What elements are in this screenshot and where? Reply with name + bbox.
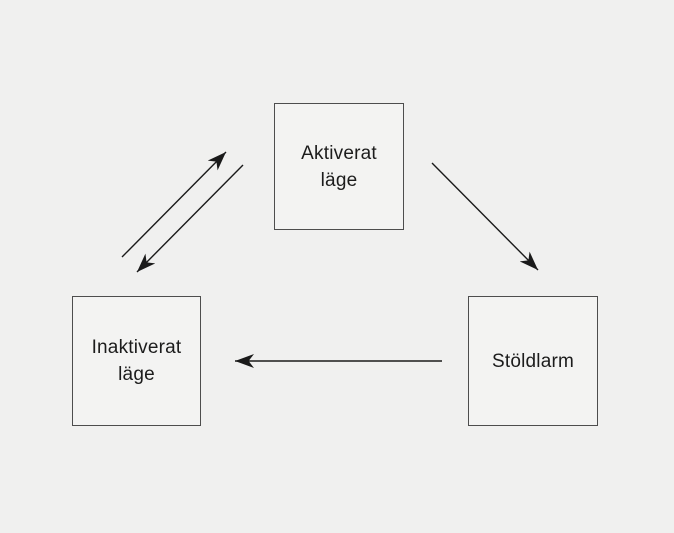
- node-stoldlarm: Stöldlarm: [468, 296, 598, 426]
- edge-aktiverat-to-stoldlarm-arrow: [431, 162, 539, 271]
- node-label-line: läge: [320, 169, 358, 191]
- node-label-line: Inaktiverat: [91, 337, 182, 358]
- edge-inaktiverat-to-aktiverat-arrow: [121, 151, 227, 258]
- node-label-line: Aktiverat: [301, 142, 377, 164]
- edge-aktiverat-to-inaktiverat-arrow: [136, 164, 244, 273]
- node-label-line: läge: [118, 364, 155, 385]
- node-label-line: Stöldlarm: [491, 350, 575, 372]
- node-inaktiverat-lage: Inaktiverat läge: [72, 296, 201, 426]
- node-aktiverat-lage: Aktiverat läge: [274, 103, 404, 230]
